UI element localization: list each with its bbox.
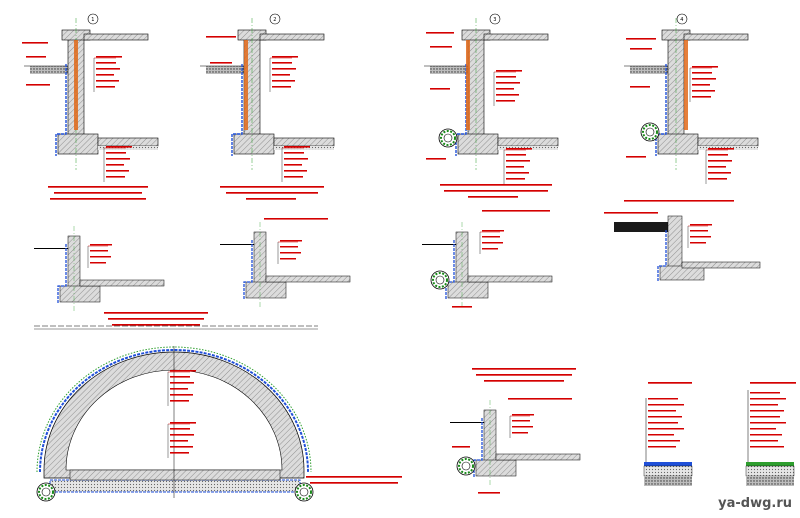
slab-black: [614, 222, 674, 232]
watermark: ya-dwg.ru: [718, 496, 792, 511]
ground-line: [34, 325, 318, 330]
floor-buildup-2: [745, 382, 796, 486]
section-7: [421, 210, 553, 309]
section-marker-2: [269, 13, 281, 25]
section-marker-4: [676, 13, 688, 25]
section-marker-1: [87, 13, 99, 25]
section-2: 2: [199, 13, 335, 200]
section-6: [219, 218, 351, 309]
section-3: 3: [423, 13, 559, 198]
section-marker-1-label: 1: [91, 17, 94, 23]
section-9: [449, 368, 581, 494]
section-4: 4: [623, 13, 759, 185]
section-8: [604, 200, 761, 282]
section-marker-3: [489, 13, 501, 25]
insulation-layer: [74, 40, 78, 130]
section-marker-4-label: 4: [680, 17, 683, 23]
section-1: 1: [22, 13, 159, 200]
section-marker-3-label: 3: [493, 17, 496, 23]
section-5: [33, 225, 208, 326]
arch-section: [36, 346, 402, 502]
floor-buildup-1: [643, 382, 693, 486]
section-marker-2-label: 2: [273, 17, 276, 23]
